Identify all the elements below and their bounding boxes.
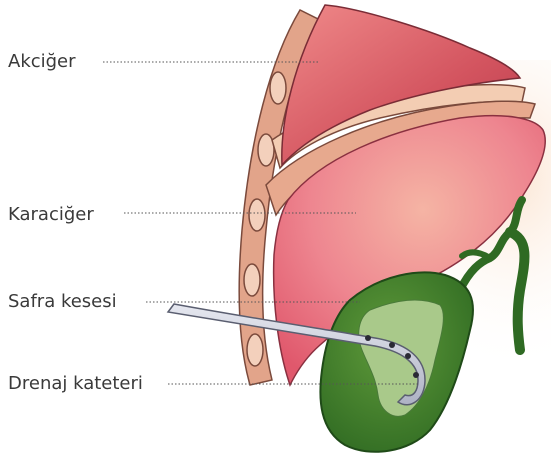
rib-2 [258, 134, 274, 166]
rib-3 [249, 199, 265, 231]
catheter-hole-4 [413, 372, 419, 378]
label-lung: Akciğer [8, 52, 76, 72]
catheter-hole-2 [389, 342, 395, 348]
rib-5 [247, 334, 263, 366]
catheter-hole-1 [365, 335, 371, 341]
label-drainage-catheter: Drenaj kateteri [8, 374, 143, 394]
label-gallbladder: Safra kesesi [8, 292, 117, 312]
rib-1 [270, 72, 286, 104]
rib-4 [244, 264, 260, 296]
label-liver: Karaciğer [8, 205, 94, 225]
catheter-hole-3 [405, 353, 411, 359]
